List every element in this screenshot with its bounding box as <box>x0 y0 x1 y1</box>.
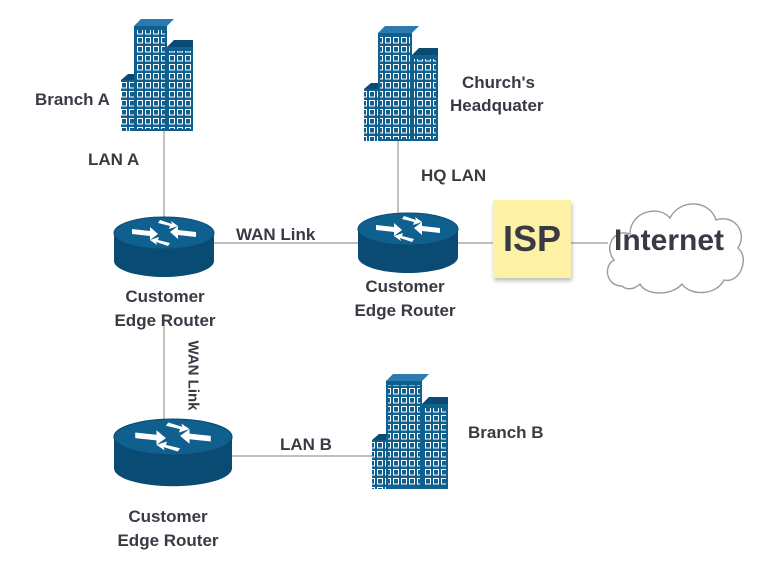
wan-link-label: WAN Link <box>236 225 316 244</box>
router-left-label-line2: Edge Router <box>114 311 216 330</box>
router-bottom-label-line2: Edge Router <box>117 531 219 550</box>
router-hq-icon <box>357 212 459 274</box>
building-hq-icon <box>364 26 438 141</box>
wan-link-vertical-label: WAN Link <box>184 340 202 411</box>
branch-b-label: Branch B <box>468 423 544 442</box>
isp-sticky-note: ISP <box>493 200 571 278</box>
lan-a-label: LAN A <box>88 150 140 169</box>
isp-label: ISP <box>502 218 562 259</box>
branch-a-label: Branch A <box>35 90 110 109</box>
hq-label-line2: Headquater <box>450 96 544 115</box>
lan-b-label: LAN B <box>280 435 332 454</box>
connection-lines <box>163 128 608 457</box>
building-branch-a-icon <box>121 19 193 131</box>
router-left-label-line1: Customer <box>125 287 205 306</box>
hq-label-line1: Church's <box>462 73 535 92</box>
building-branch-b-icon <box>372 374 448 489</box>
internet-label: Internet <box>614 224 725 257</box>
router-bottom-icon <box>113 418 233 487</box>
router-hq-label-line1: Customer <box>365 277 445 296</box>
hq-lan-label: HQ LAN <box>421 166 487 185</box>
router-hq-label-line2: Edge Router <box>354 301 456 320</box>
cloud-icon <box>606 203 744 294</box>
router-bottom-label-line1: Customer <box>128 507 208 526</box>
router-left-icon <box>113 216 215 278</box>
